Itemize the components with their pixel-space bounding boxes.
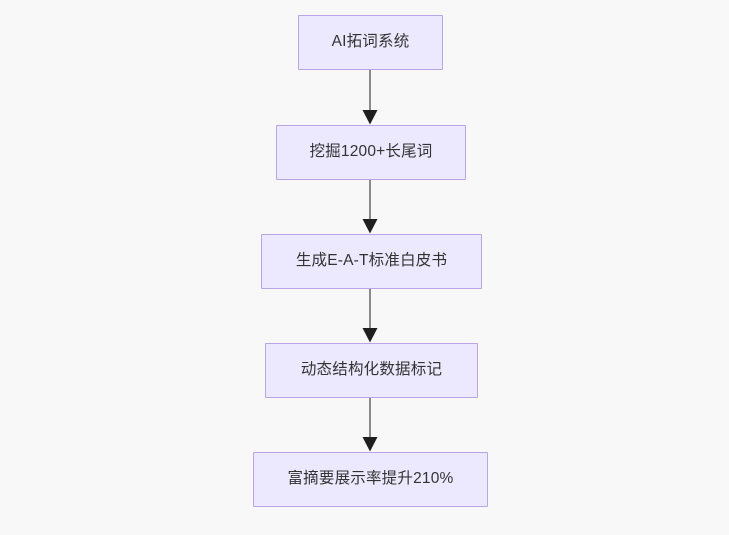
flow-node-dynamic-structured-data-markup[interactable]: 动态结构化数据标记 (265, 343, 478, 398)
flow-node-label: 动态结构化数据标记 (300, 361, 443, 379)
edge-node2-to-node3 (362, 180, 378, 234)
flow-node-generate-eat-whitepaper[interactable]: 生成E-A-T标准白皮书 (261, 234, 482, 289)
arrowhead-icon (362, 110, 378, 125)
flow-node-rich-snippet-impression-lift[interactable]: 富摘要展示率提升210% (253, 452, 488, 507)
flow-node-label: 生成E-A-T标准白皮书 (295, 252, 448, 270)
arrowhead-icon (362, 219, 378, 234)
flow-node-label: AI拓词系统 (331, 33, 410, 51)
arrowhead-icon (362, 328, 378, 343)
flow-node-mine-longtail-keywords[interactable]: 挖掘1200+长尾词 (276, 125, 466, 180)
flow-node-ai-keyword-system[interactable]: AI拓词系统 (298, 15, 443, 70)
edge-node3-to-node4 (362, 289, 378, 343)
arrowhead-icon (362, 437, 378, 452)
flow-node-label: 挖掘1200+长尾词 (309, 143, 433, 161)
edge-node4-to-node5 (362, 398, 378, 452)
edge-node1-to-node2 (362, 70, 378, 125)
flow-node-label: 富摘要展示率提升210% (287, 470, 454, 488)
